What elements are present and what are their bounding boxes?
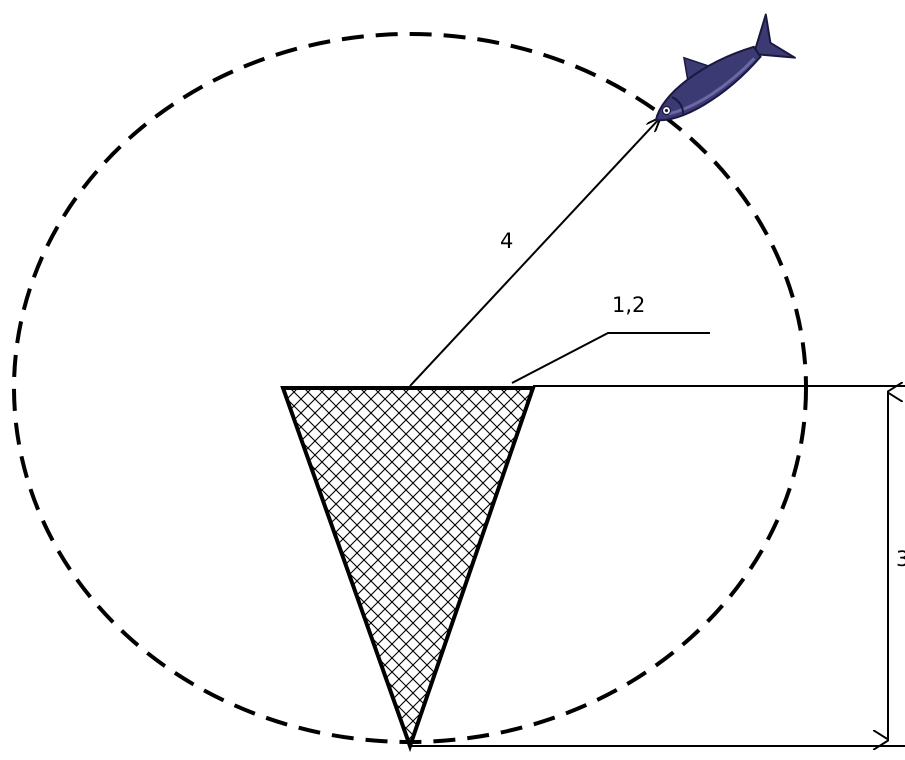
fish-icon (654, 13, 796, 122)
depth-label: 3 (896, 547, 905, 571)
net-label: 1,2 (612, 293, 645, 317)
net-cone (280, 386, 536, 753)
radius-label: 4 (500, 229, 513, 253)
radius-arrow (409, 118, 660, 387)
net-leader-line (511, 332, 710, 384)
